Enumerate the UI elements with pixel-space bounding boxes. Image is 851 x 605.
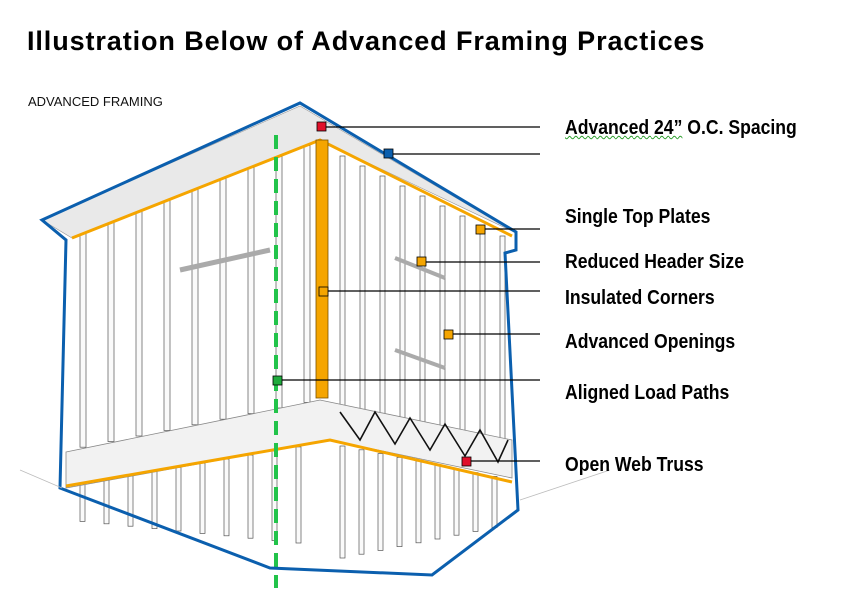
stud bbox=[419, 195, 426, 424]
stud bbox=[275, 156, 283, 409]
stud bbox=[379, 175, 386, 416]
marker-openings bbox=[443, 329, 454, 340]
label-reduced-header-size: Reduced Header Size bbox=[565, 251, 745, 271]
stud bbox=[219, 177, 227, 420]
stud bbox=[151, 471, 158, 529]
stud bbox=[135, 210, 143, 437]
marker-header bbox=[416, 256, 427, 267]
stud bbox=[199, 462, 206, 534]
label-aligned-load-paths: Aligned Load Paths bbox=[565, 382, 730, 404]
stud bbox=[434, 464, 441, 540]
building-outline bbox=[39, 101, 520, 577]
window-header-lower bbox=[394, 348, 446, 370]
stud bbox=[303, 145, 311, 403]
stud bbox=[107, 221, 115, 442]
stud bbox=[415, 460, 422, 544]
marker-load-paths bbox=[272, 375, 283, 386]
marker-spacing-red bbox=[316, 121, 327, 132]
stud bbox=[396, 457, 403, 547]
stud bbox=[453, 468, 460, 536]
ceiling-plane bbox=[41, 105, 515, 239]
stud bbox=[127, 475, 134, 527]
stud bbox=[472, 472, 479, 532]
marker-top-plates bbox=[475, 224, 486, 235]
stud bbox=[247, 167, 255, 414]
label-insulated-corners: Insulated Corners bbox=[565, 287, 715, 309]
floor-plate bbox=[65, 438, 513, 488]
stud bbox=[79, 483, 86, 522]
marker-truss bbox=[461, 456, 472, 467]
corner-post bbox=[315, 139, 329, 399]
stud bbox=[339, 445, 346, 559]
stud bbox=[358, 449, 365, 555]
stud bbox=[491, 476, 498, 528]
stud bbox=[247, 454, 254, 539]
label-single-top-plates: Single Top Plates bbox=[565, 206, 711, 228]
label-advanced-openings: Advanced Openings bbox=[565, 331, 736, 353]
stud bbox=[479, 225, 486, 436]
stud bbox=[79, 232, 87, 448]
label-24-oc-spacing: Advanced 24” O.C. Spacing bbox=[565, 117, 797, 139]
stud bbox=[223, 458, 230, 537]
stud bbox=[377, 453, 384, 551]
stud bbox=[163, 199, 171, 431]
stud bbox=[191, 188, 199, 426]
stud bbox=[103, 479, 110, 525]
diagram-subtitle: ADVANCED FRAMING bbox=[28, 94, 163, 109]
stud bbox=[295, 446, 302, 544]
marker-corners bbox=[318, 286, 329, 297]
stud bbox=[339, 155, 346, 408]
window-header-left bbox=[179, 247, 271, 273]
stud bbox=[399, 185, 406, 420]
leader-lines bbox=[277, 126, 540, 462]
marker-spacing-blue bbox=[383, 148, 394, 159]
stud bbox=[439, 205, 446, 428]
window-header-upper bbox=[394, 256, 446, 280]
open-web-truss bbox=[339, 410, 509, 464]
stud bbox=[175, 466, 182, 532]
label-open-web-truss: Open Web Truss bbox=[565, 454, 704, 475]
stud bbox=[459, 215, 466, 432]
stud bbox=[359, 165, 366, 412]
page-title: Illustration Below of Advanced Framing P… bbox=[27, 26, 706, 56]
